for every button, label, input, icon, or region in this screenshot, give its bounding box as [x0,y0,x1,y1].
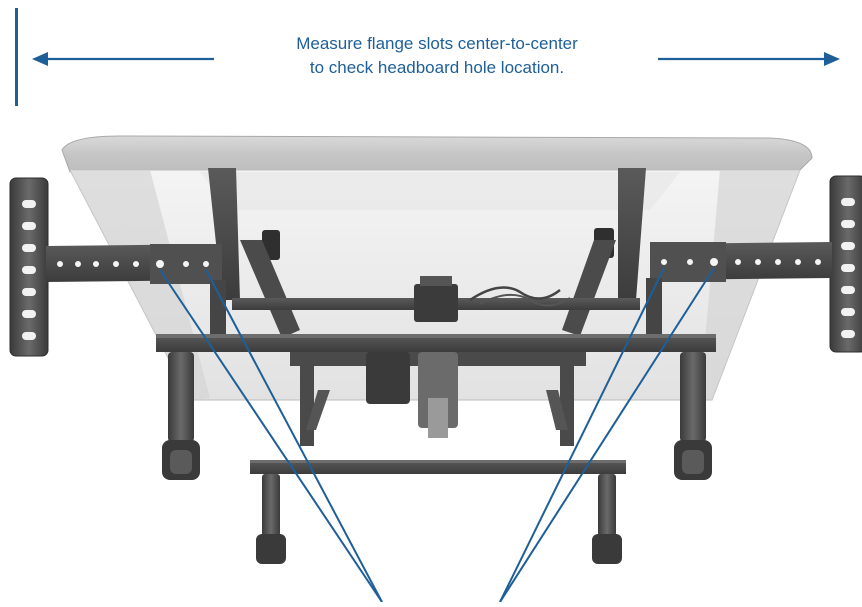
caption-line-2: to check headboard hole location. [309,58,565,77]
arrow-right-icon [658,52,840,66]
left-bracket-post [210,280,226,340]
right-bracket-post [646,278,662,340]
caption-line-1: Measure flange slots center-to-center [296,34,578,53]
left-headboard-bracket [9,177,222,357]
right-headboard-bracket [650,175,862,353]
center-mechanism [290,352,586,446]
main-base-rail [156,334,716,480]
arrow-left-icon [32,52,214,66]
vertical-guide-line [15,8,18,106]
measurement-caption: Measure flange slots center-to-center to… [232,32,642,80]
upper-cross-bar [232,276,640,322]
pointer-lines [159,267,715,603]
upper-support-arms [208,168,646,338]
lower-base-rail [250,460,626,564]
